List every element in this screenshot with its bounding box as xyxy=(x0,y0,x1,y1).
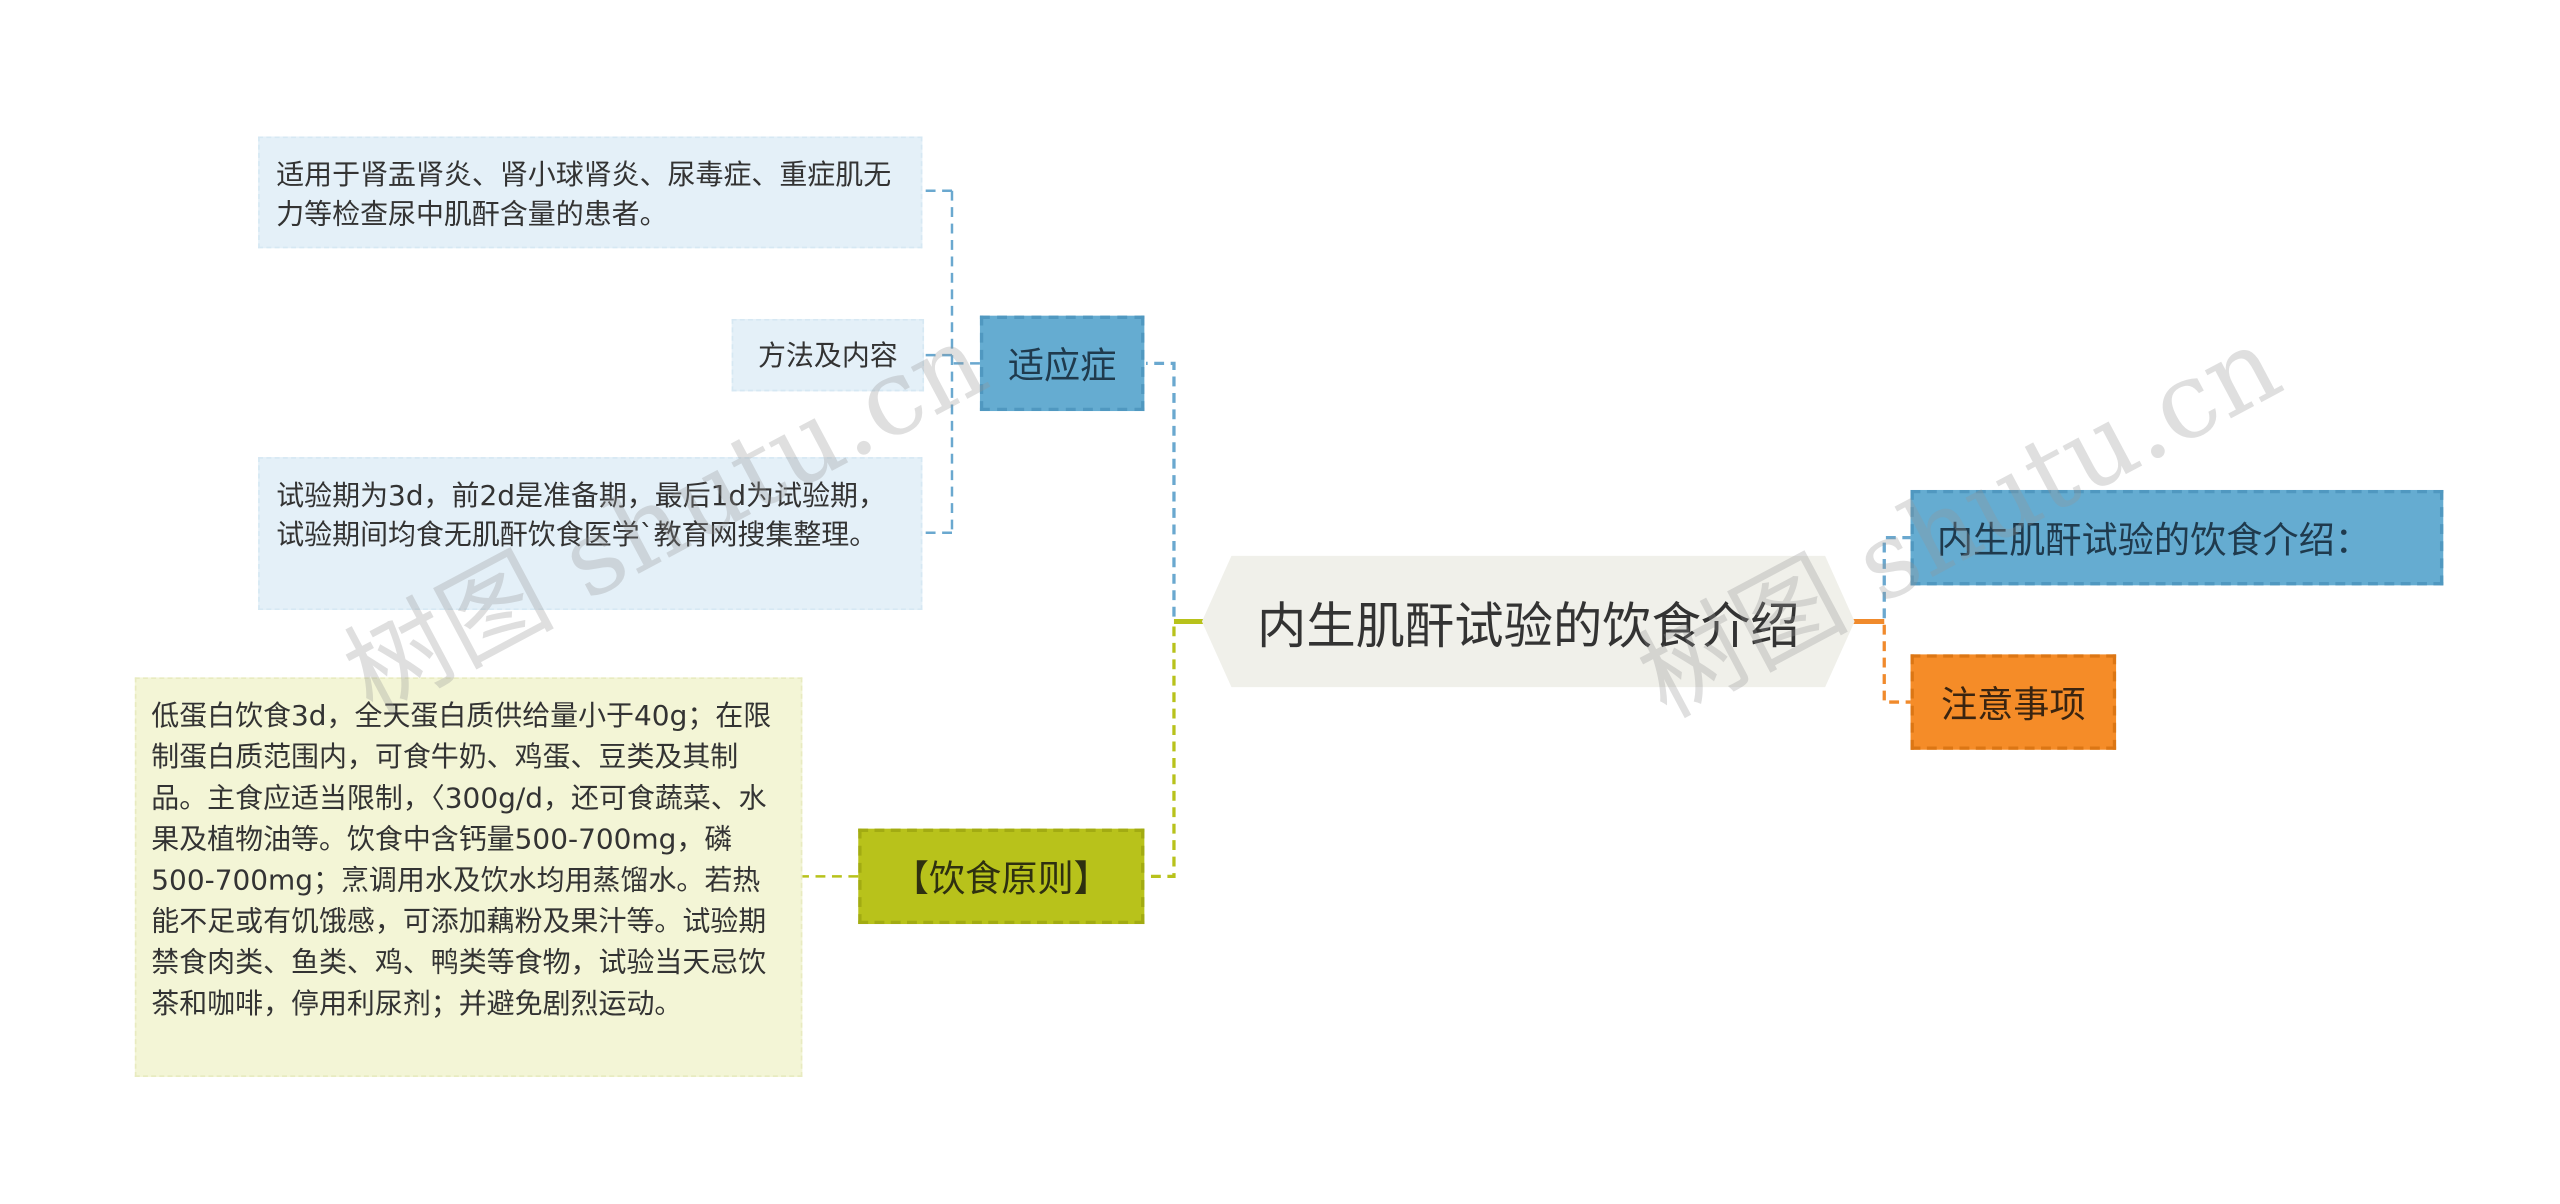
connector-center-indication xyxy=(1146,361,1202,624)
branch-diet-principle[interactable]: 【饮食原则】 xyxy=(858,828,1145,925)
leaf-period[interactable]: 试验期为3d，前2d是准备期，最后1d为试验期，试验期间均食无肌酐饮食医学`教育… xyxy=(258,457,923,610)
branch-notes[interactable]: 注意事项 xyxy=(1910,654,2117,750)
center-node-title[interactable]: 内生肌酐试验的饮食介绍 xyxy=(1256,598,1800,657)
leaf-diet-detail[interactable]: 低蛋白饮食3d，全天蛋白质供给量小于40g；在限制蛋白质范围内，可食牛奶、鸡蛋、… xyxy=(134,677,803,1077)
leaf-applicable[interactable]: 适用于肾盂肾炎、肾小球肾炎、尿毒症、重症肌无力等检查尿中肌酐含量的患者。 xyxy=(258,136,923,249)
branch-indication[interactable]: 适应症 xyxy=(979,315,1145,412)
connector-center-diet xyxy=(1146,619,1202,879)
connector-indication-children xyxy=(924,189,980,534)
connector-center-intro xyxy=(1854,536,1911,624)
connector-center-notes xyxy=(1854,619,1911,704)
branch-intro[interactable]: 内生肌酐试验的饮食介绍： xyxy=(1910,489,2444,586)
leaf-method-label[interactable]: 方法及内容 xyxy=(731,318,925,392)
center-node-shape xyxy=(1201,555,1855,688)
